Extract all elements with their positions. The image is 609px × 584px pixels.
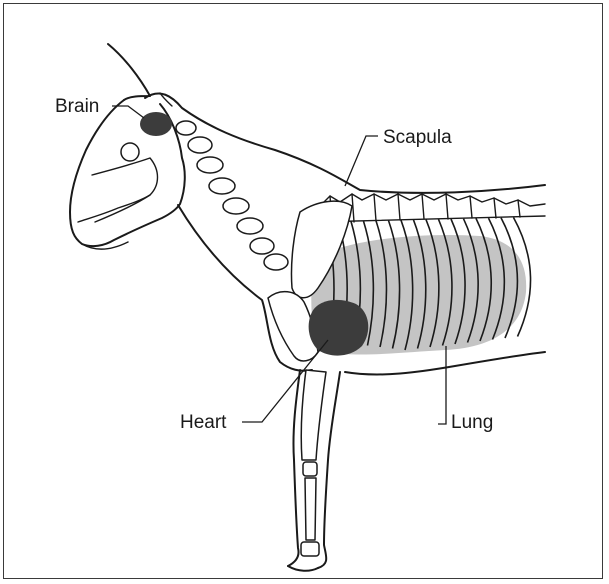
lung-leader-line <box>438 346 446 424</box>
horse-ear-outline <box>108 44 150 100</box>
brain-label: Brain <box>55 96 99 117</box>
hoof <box>288 566 318 571</box>
heart-region <box>309 300 369 356</box>
brain-leader-line <box>112 106 144 118</box>
scapula-label: Scapula <box>383 127 452 148</box>
heart-label: Heart <box>180 412 227 433</box>
foreleg-outline-front <box>288 370 300 566</box>
cervical-vertebrae <box>176 121 288 270</box>
skull-detail <box>92 158 158 222</box>
horse-belly-outline <box>345 352 545 374</box>
lung-label: Lung <box>451 412 493 433</box>
scapula-leader-line <box>345 136 378 186</box>
skull-teeth-line <box>78 195 150 222</box>
eye-orbit <box>121 143 139 161</box>
brain-region <box>140 112 172 136</box>
foreleg-bones <box>301 370 326 556</box>
